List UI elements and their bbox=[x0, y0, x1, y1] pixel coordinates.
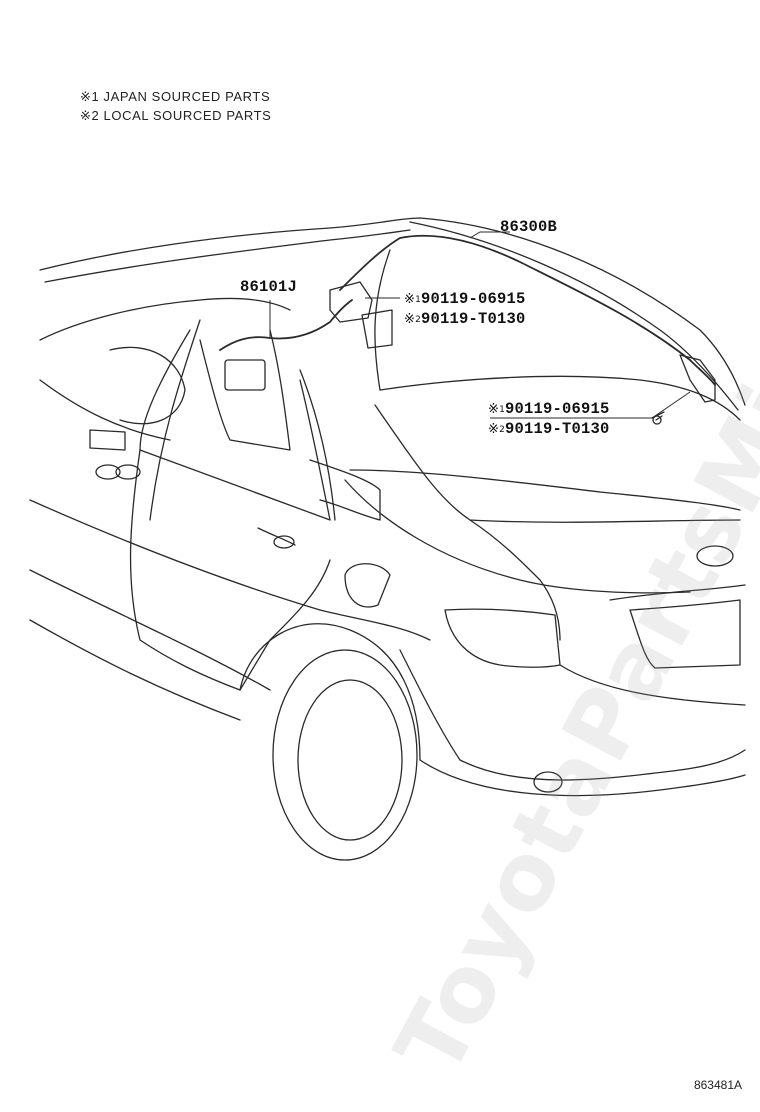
trunk-garnish bbox=[609, 584, 746, 601]
part-label-86300B[interactable]: 86300B bbox=[500, 218, 558, 236]
rear-deck-edge bbox=[469, 519, 561, 641]
part-code: 90119-T0130 bbox=[505, 420, 610, 438]
rear-quarter bbox=[344, 479, 691, 594]
cable-86300B bbox=[339, 234, 716, 386]
part-label-right-1[interactable]: ※190119-06915 bbox=[488, 400, 610, 418]
side-line-upper bbox=[29, 499, 431, 641]
part-label-left-1[interactable]: ※190119-06915 bbox=[404, 290, 526, 308]
dashboard bbox=[39, 297, 291, 341]
bumper-lower bbox=[419, 759, 746, 797]
roof-inner bbox=[44, 229, 411, 283]
part-label-86101J[interactable]: 86101J bbox=[240, 278, 298, 296]
leader-86300B bbox=[469, 231, 510, 239]
console bbox=[199, 329, 291, 451]
b-pillar bbox=[149, 319, 201, 521]
side-line-lower bbox=[29, 569, 271, 691]
bumper-edge bbox=[559, 664, 746, 706]
display-screen bbox=[224, 359, 266, 391]
local-mark: ※ bbox=[488, 422, 500, 437]
rear-tire bbox=[272, 649, 418, 861]
note-local-sourced: ※2 LOCAL SOURCED PARTS bbox=[80, 108, 272, 123]
instrument-vents bbox=[89, 429, 126, 451]
trunk-lid bbox=[349, 469, 741, 511]
note-number: 1 bbox=[415, 295, 422, 305]
rear-seat bbox=[299, 369, 336, 521]
rear-door bbox=[129, 449, 331, 691]
note-japan-sourced: ※1 JAPAN SOURCED PARTS bbox=[80, 89, 271, 104]
wheel-arch bbox=[239, 623, 421, 761]
emblem bbox=[696, 545, 734, 567]
seat-back bbox=[309, 459, 381, 521]
screw-head bbox=[652, 415, 662, 425]
fuel-lid bbox=[344, 563, 391, 608]
rear-wheel bbox=[297, 679, 403, 841]
illustration-code: 863481A bbox=[693, 1078, 742, 1092]
rear-window-top bbox=[409, 221, 739, 411]
rear-bumper bbox=[399, 649, 746, 781]
note-number: 1 bbox=[499, 405, 506, 415]
rocker bbox=[29, 619, 241, 721]
note-number: 2 bbox=[415, 315, 422, 325]
part-code: 90119-06915 bbox=[505, 400, 610, 418]
amplifier-module bbox=[329, 281, 373, 323]
antenna-element bbox=[679, 354, 716, 403]
note-number: 2 bbox=[499, 425, 506, 435]
part-label-left-2[interactable]: ※290119-T0130 bbox=[404, 310, 526, 328]
japan-mark: ※ bbox=[488, 402, 500, 417]
steering-wheel bbox=[109, 346, 186, 425]
door-window bbox=[139, 329, 331, 521]
door-handle-cup bbox=[273, 535, 295, 549]
cable-86101J bbox=[219, 299, 353, 351]
part-code: 90119-06915 bbox=[421, 290, 526, 308]
part-label-right-2[interactable]: ※290119-T0130 bbox=[488, 420, 610, 438]
reflector bbox=[533, 771, 563, 793]
local-mark: ※ bbox=[404, 312, 416, 327]
tail-light bbox=[444, 608, 561, 668]
license-plate bbox=[629, 599, 741, 669]
cupholder-1 bbox=[95, 464, 121, 480]
roof-outline bbox=[39, 217, 746, 406]
amplifier-bracket bbox=[361, 309, 393, 349]
dashboard-lower bbox=[39, 379, 171, 441]
rear-window-bottom bbox=[379, 375, 741, 421]
part-code: 90119-T0130 bbox=[421, 310, 526, 328]
leader-right-group bbox=[490, 391, 691, 419]
trunk-top bbox=[374, 404, 741, 523]
japan-mark: ※ bbox=[404, 292, 416, 307]
c-pillar bbox=[374, 249, 391, 391]
cupholder-2 bbox=[115, 464, 141, 480]
